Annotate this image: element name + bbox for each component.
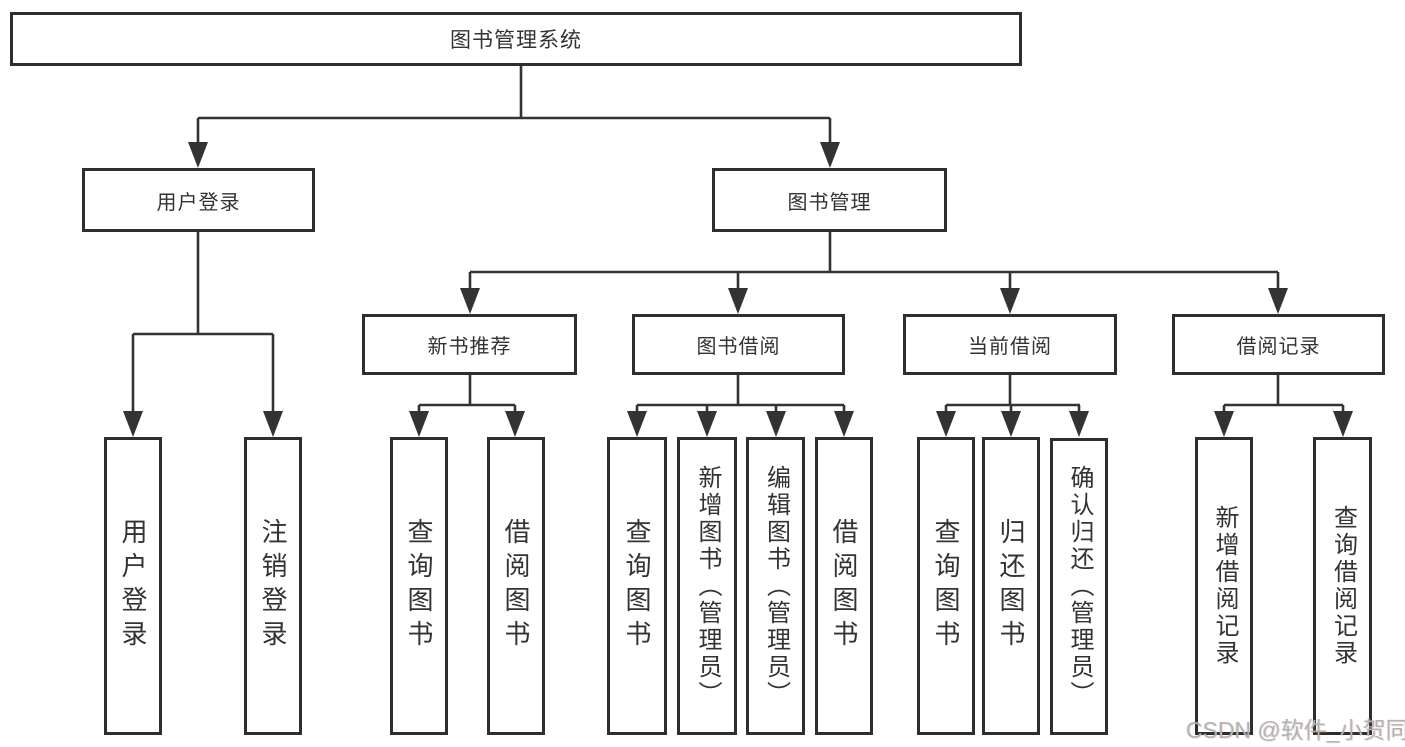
node-label: 新增图书（管理员） — [694, 464, 721, 708]
node-library-management-system: 图书管理系统 — [10, 12, 1022, 66]
leaf-return-books: 归还图书 — [982, 437, 1040, 735]
leaf-query-books-3: 查询图书 — [917, 437, 975, 735]
node-label: 图书借阅 — [696, 336, 781, 358]
node-borrowing-records: 借阅记录 — [1172, 314, 1385, 375]
node-label: 查询图书 — [931, 518, 961, 654]
leaf-logout: 注销登录 — [244, 437, 302, 735]
node-current-borrowing: 当前借阅 — [903, 314, 1117, 375]
leaf-query-books-2: 查询图书 — [607, 437, 667, 735]
leaf-query-borrow-record: 查询借阅记录 — [1313, 437, 1372, 735]
leaf-confirm-return-admin: 确认归还（管理员） — [1050, 438, 1108, 735]
leaf-add-borrow-record: 新增借阅记录 — [1195, 437, 1253, 735]
node-book-borrowing: 图书借阅 — [632, 314, 845, 375]
node-label: 用户登录 — [156, 191, 241, 214]
node-label: 用户登录 — [118, 518, 148, 654]
node-label: 确认归还（管理员） — [1066, 465, 1093, 708]
node-label: 借阅记录 — [1236, 336, 1321, 358]
node-label: 编辑图书（管理员） — [762, 464, 790, 708]
leaf-edit-books-admin: 编辑图书（管理员） — [746, 437, 805, 735]
leaf-borrow-books-2: 借阅图书 — [815, 437, 873, 735]
node-label: 查询图书 — [404, 518, 434, 654]
node-label: 图书管理系统 — [450, 29, 582, 52]
arrowheads — [123, 142, 1353, 437]
node-new-book-recommend: 新书推荐 — [362, 314, 577, 375]
node-label: 归还图书 — [996, 518, 1026, 654]
node-user-login-branch: 用户登录 — [82, 168, 315, 232]
node-label: 新增借阅记录 — [1211, 505, 1238, 667]
leaf-borrow-books-1: 借阅图书 — [487, 437, 545, 735]
node-label: 注销登录 — [258, 518, 288, 654]
csdn-watermark: CSDN @软件_小贺同学 — [1186, 717, 1405, 743]
node-label: 借阅图书 — [501, 518, 531, 654]
leaf-user-login: 用户登录 — [104, 437, 162, 735]
node-label: 图书管理 — [787, 191, 872, 214]
node-label: 查询借阅记录 — [1329, 505, 1357, 667]
node-label: 查询图书 — [622, 518, 652, 654]
node-book-management-branch: 图书管理 — [712, 168, 947, 232]
node-label: 当前借阅 — [968, 336, 1052, 358]
leaf-query-books-1: 查询图书 — [390, 437, 448, 735]
node-label: 借阅图书 — [829, 518, 859, 654]
node-label: 新书推荐 — [427, 336, 512, 358]
leaf-add-books-admin: 新增图书（管理员） — [677, 437, 737, 735]
